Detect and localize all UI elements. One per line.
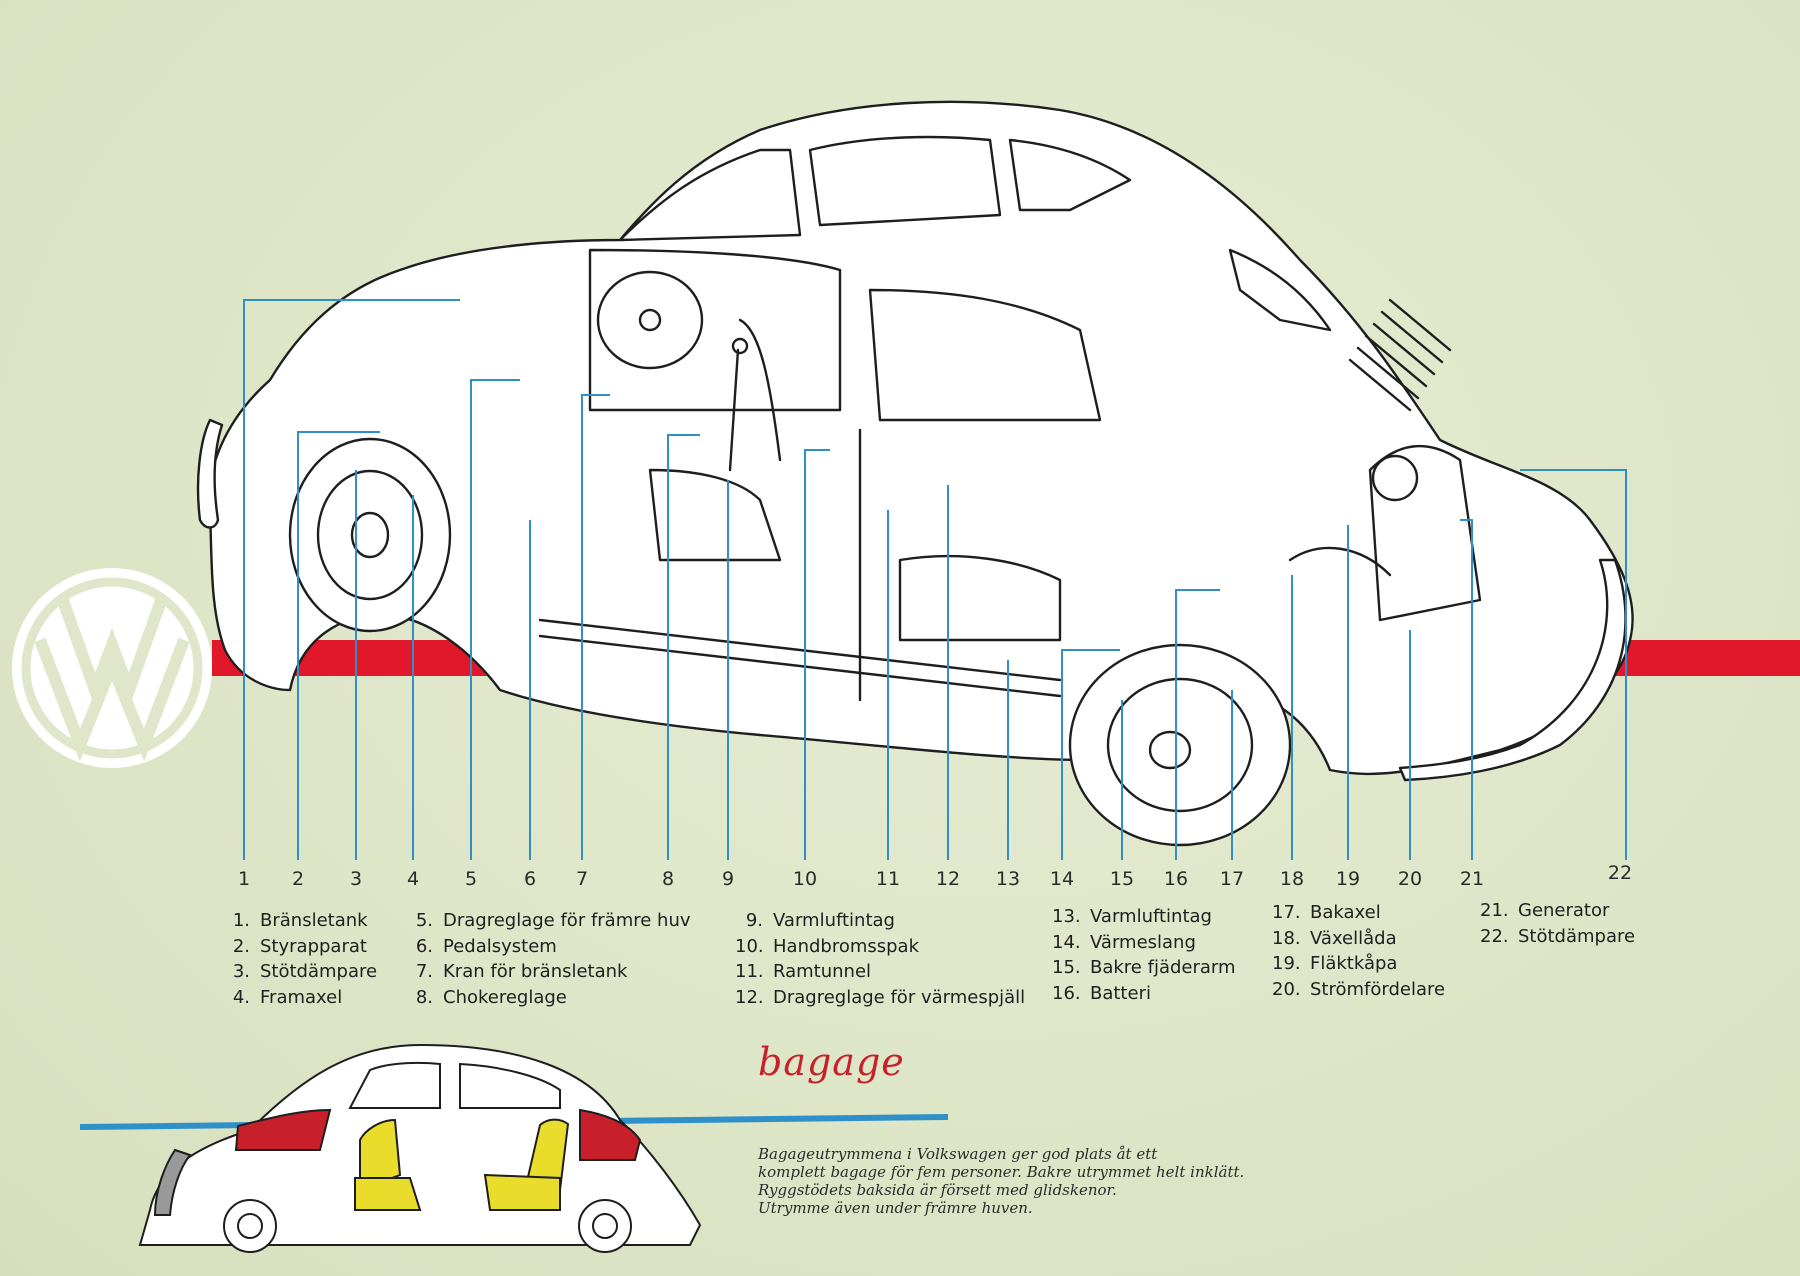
callout-number: 2: [291, 868, 305, 890]
rear-wheel: [1068, 643, 1292, 847]
legend-item: 15.Bakre fjäderarm: [1052, 957, 1236, 978]
callout-number: 10: [792, 868, 818, 890]
callout-number: 12: [935, 868, 961, 890]
legend-item: 7.Kran för bränsletank: [415, 961, 628, 982]
callout-number: 22: [1607, 862, 1633, 884]
legend-item: 6.Pedalsystem: [415, 935, 557, 957]
legend-item: 19.Fläktkåpa: [1272, 953, 1398, 974]
callout-number: 7: [575, 868, 589, 890]
legend-item: 16.Batteri: [1052, 982, 1151, 1004]
callout-number: 11: [875, 868, 901, 890]
legend-item: 12.Dragreglage för värmespjäll: [735, 986, 1026, 1008]
legend-item: 22.Stötdämpare: [1480, 925, 1636, 947]
legend-item: 17.Bakaxel: [1272, 902, 1381, 923]
legend-item: 9.Varmluftintag: [745, 910, 895, 931]
legend-item: 10.Handbromsspak: [735, 935, 920, 957]
bagage-line: Ryggstödets baksida är försett med glids…: [758, 1181, 1117, 1199]
callout-number: 5: [464, 868, 478, 890]
legend-column: 13.Varmluftintag 14.Värmeslang 15.Bakre …: [1052, 904, 1236, 1006]
legend-column: 1.Bränsletank 2.Styrapparat 3.Stötdämpar…: [232, 908, 377, 1010]
bagage-line: Utrymme även under främre huven.: [758, 1199, 1033, 1217]
legend-column: 21.Generator 22.Stötdämpare: [1480, 898, 1635, 949]
bagage-line: Bagageutrymmena i Volkswagen ger god pla…: [758, 1145, 1158, 1163]
bagage-description: Bagageutrymmena i Volkswagen ger god pla…: [758, 1145, 1318, 1217]
callout-number: 6: [523, 868, 537, 890]
callout-number: 14: [1049, 868, 1075, 890]
legend-item: 13.Varmluftintag: [1052, 906, 1212, 927]
luggage-car-illustration: [79, 1043, 949, 1253]
callout-number: 4: [406, 868, 420, 890]
bagage-line: komplett bagage för fem personer. Bakre …: [758, 1163, 1245, 1181]
legend-column: 5.Dragreglage för främre huv 6.Pedalsyst…: [415, 908, 691, 1010]
callout-number: 9: [721, 868, 735, 890]
callout-number: 21: [1459, 868, 1485, 890]
callout-number: 20: [1397, 868, 1423, 890]
legend-item: 21.Generator: [1480, 900, 1610, 921]
callout-number: 1: [237, 868, 251, 890]
legend-item: 18.Växellåda: [1272, 927, 1397, 949]
legend-item: 3.Stötdämpare: [232, 961, 378, 982]
callout-number: 19: [1335, 868, 1361, 890]
vw-logo-icon: [12, 568, 212, 768]
legend-column: 17.Bakaxel 18.Växellåda 19.Fläktkåpa 20.…: [1272, 900, 1445, 1002]
callout-lines: [243, 299, 1627, 860]
legend-item: 4.Framaxel: [232, 986, 343, 1008]
legend-item: 8.Chokereglage: [415, 986, 567, 1008]
callout-number: 13: [995, 868, 1021, 890]
front-wheel: [288, 437, 452, 633]
legend-column: 9.Varmluftintag 10.Handbromsspak 11.Ramt…: [735, 908, 1025, 1010]
legend-item: 5.Dragreglage för främre huv: [415, 910, 691, 931]
legend-item: 14.Värmeslang: [1052, 931, 1196, 953]
bagage-title: bagage: [758, 1040, 905, 1084]
car-body: [196, 100, 1634, 782]
callout-number: 17: [1219, 868, 1245, 890]
legend-item: 11.Ramtunnel: [735, 961, 872, 982]
legend-item: 20.Strömfördelare: [1272, 978, 1446, 1000]
callout-number: 16: [1163, 868, 1189, 890]
callout-number: 15: [1109, 868, 1135, 890]
callout-number: 18: [1279, 868, 1305, 890]
callout-number: 3: [349, 868, 363, 890]
legend-item: 1.Bränsletank: [232, 910, 368, 931]
callout-number: 8: [661, 868, 675, 890]
legend-item: 2.Styrapparat: [232, 935, 367, 957]
